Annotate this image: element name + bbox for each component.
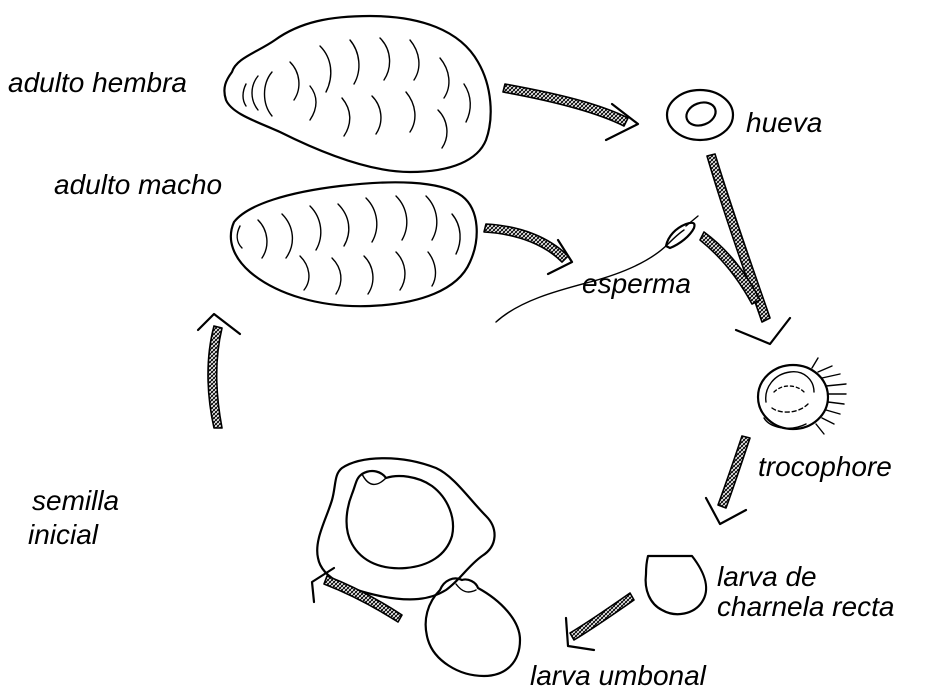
label-straight-hinge-line2: charnela recta bbox=[717, 591, 894, 622]
label-adult-male: adulto macho bbox=[54, 169, 222, 200]
arrow-egg-to-trochophore bbox=[700, 154, 790, 344]
arrow-female-to-egg bbox=[503, 84, 638, 140]
adult-male-shell bbox=[231, 182, 477, 306]
label-spat-line1: semilla bbox=[32, 485, 119, 516]
label-sperm: esperma bbox=[582, 268, 691, 299]
spat-oyster bbox=[317, 458, 494, 599]
arrow-male-to-sperm bbox=[484, 224, 572, 274]
label-trochophore: trocophore bbox=[758, 451, 892, 482]
egg-cell bbox=[667, 90, 733, 140]
label-adult-female: adulto hembra bbox=[8, 67, 187, 98]
label-straight-hinge-line1: larva de bbox=[717, 561, 817, 592]
arrow-spat-to-adult bbox=[198, 314, 240, 428]
straight-hinge-larva bbox=[646, 556, 706, 614]
trochophore-larva bbox=[758, 358, 846, 434]
label-spat-line2: inicial bbox=[28, 519, 99, 550]
arrow-umbonal-to-spat bbox=[312, 568, 402, 622]
arrow-straight-hinge-to-umbonal bbox=[566, 593, 634, 650]
adult-female-shell bbox=[224, 16, 490, 172]
label-egg: hueva bbox=[746, 107, 822, 138]
label-umbonal: larva umbonal bbox=[530, 660, 707, 688]
arrow-trochophore-to-straight-hinge bbox=[706, 436, 750, 524]
